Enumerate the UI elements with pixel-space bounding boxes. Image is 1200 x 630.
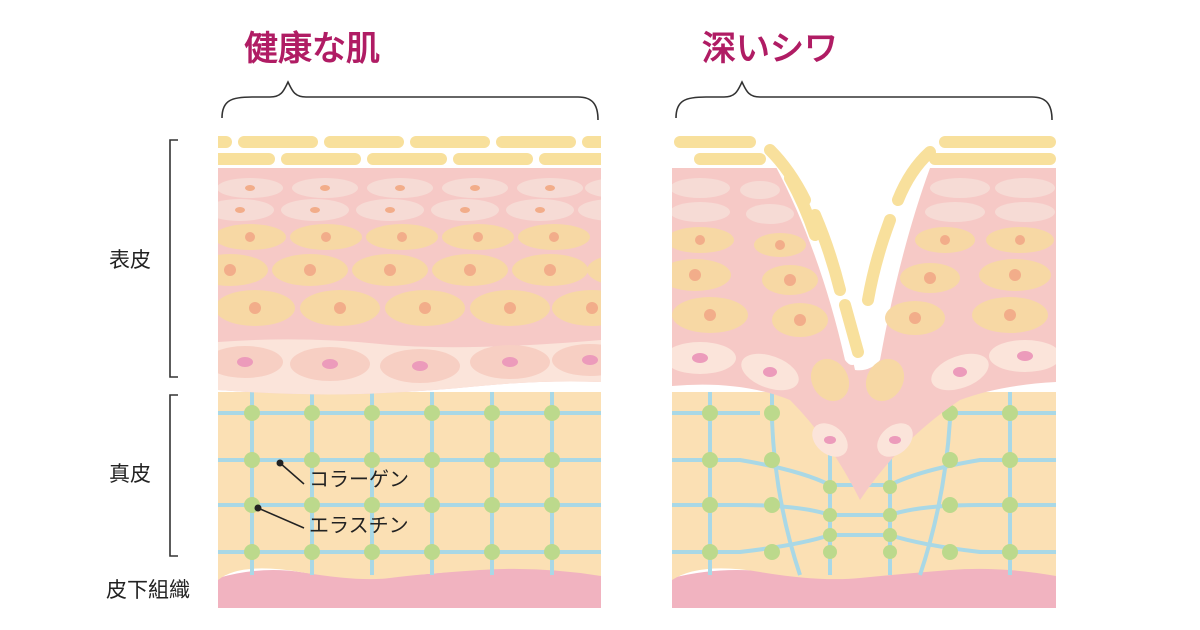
healthy-skin-title: 健康な肌 <box>244 29 380 69</box>
subcutaneous-label: 皮下組織 <box>106 578 190 602</box>
wrinkle-brace <box>675 80 1053 121</box>
healthy-subcutaneous-layer <box>218 566 601 608</box>
elastin-label: エラスチン <box>309 513 409 537</box>
wrinkle-skin-panel <box>672 136 1056 608</box>
dermis-bracket <box>169 394 178 557</box>
healthy-epidermis-cells <box>218 178 601 395</box>
deep-wrinkle-title: 深いシワ <box>702 29 838 69</box>
collagen-label: コラーゲン <box>309 467 409 491</box>
wrinkle-epidermis-cells <box>672 178 1056 457</box>
wrinkle-horny-layer <box>674 136 1056 358</box>
healthy-brace <box>221 80 599 121</box>
elastin-callout: エラスチン <box>254 504 409 537</box>
epidermis-label: 表皮 <box>109 248 151 272</box>
epidermis-bracket <box>169 139 178 378</box>
healthy-elastin-nodes <box>244 405 560 560</box>
wrinkle-subcutaneous-layer <box>672 566 1056 608</box>
wrinkle-elastin-nodes <box>702 405 1018 560</box>
collagen-callout: コラーゲン <box>276 459 409 491</box>
dermis-label: 真皮 <box>109 462 151 486</box>
healthy-horny-layer <box>218 136 601 165</box>
healthy-skin-panel <box>218 136 601 608</box>
